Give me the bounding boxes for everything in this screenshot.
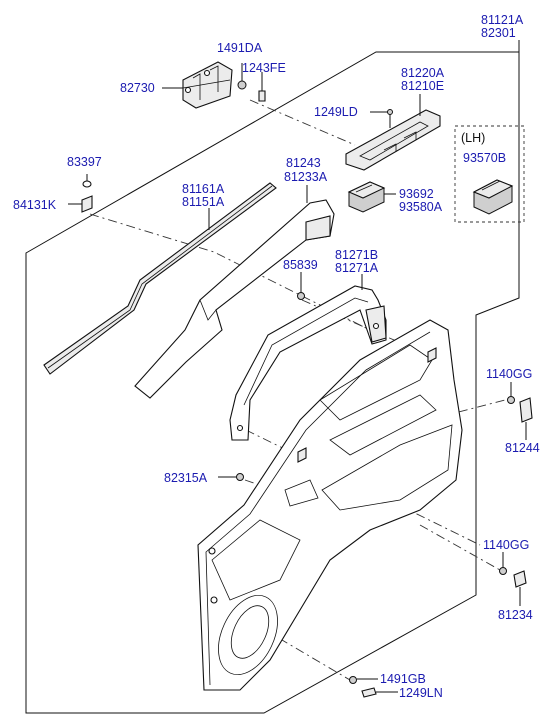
part-labels: 81121A 82301 1491DA 1243FE 82730 81220A … [13, 13, 540, 700]
label-81121A: 81121A [481, 13, 524, 27]
label-81271B: 81271B [335, 248, 378, 262]
screw-82315A [218, 473, 244, 481]
garnish-81243 [134, 199, 335, 399]
bolt-1243FE [258, 72, 266, 102]
screw-1140GG-upper [507, 382, 515, 404]
label-93692: 93692 [399, 187, 434, 201]
cap-81234 [513, 570, 527, 606]
label-1491GB: 1491GB [380, 672, 426, 686]
switch-93570B [472, 179, 514, 215]
label-93570B: 93570B [463, 151, 506, 165]
label-1140GG-lower: 1140GG [483, 538, 529, 552]
handle-81271A [229, 285, 387, 441]
label-81243: 81243 [286, 156, 321, 170]
label-81161A: 81161A [182, 182, 225, 196]
label-82315A: 82315A [164, 471, 208, 485]
label-93580A: 93580A [399, 200, 443, 214]
label-85839: 85839 [283, 258, 318, 272]
label-1243FE: 1243FE [242, 61, 286, 75]
label-1140GG-upper: 1140GG [486, 367, 532, 381]
label-81244: 81244 [505, 441, 540, 455]
label-1249LN: 1249LN [399, 686, 443, 700]
pad-84131K [68, 195, 93, 213]
label-81233A: 81233A [284, 170, 328, 184]
weatherstrip-81161A [43, 182, 277, 375]
screw-1491DA [237, 63, 247, 90]
label-81220A: 81220A [401, 66, 445, 80]
label-83397: 83397 [67, 155, 102, 169]
door-trim-panel-82301 [197, 319, 463, 691]
label-81151A: 81151A [182, 195, 225, 209]
screw-1249LN [361, 687, 398, 698]
label-82730: 82730 [120, 81, 155, 95]
bracket-82730 [182, 61, 233, 109]
screw-1249LD [370, 109, 393, 128]
screw-1491GB [349, 676, 378, 684]
switch-panel-81220A [345, 109, 441, 171]
assembly-frame [25, 51, 520, 714]
clip-83397 [82, 174, 92, 188]
screw-85839 [297, 272, 305, 300]
label-1491DA: 1491DA [217, 41, 263, 55]
label-1249LD: 1249LD [314, 105, 358, 119]
label-81271A: 81271A [335, 261, 379, 275]
label-lh: (LH) [461, 131, 485, 145]
label-81210E: 81210E [401, 79, 444, 93]
switch-93692 [347, 181, 386, 213]
lh-option-box [454, 125, 525, 223]
label-81234: 81234 [498, 608, 533, 622]
label-84131K: 84131K [13, 198, 57, 212]
label-82301: 82301 [481, 26, 516, 40]
screw-1140GG-lower [499, 552, 507, 575]
cap-81244 [519, 397, 533, 440]
